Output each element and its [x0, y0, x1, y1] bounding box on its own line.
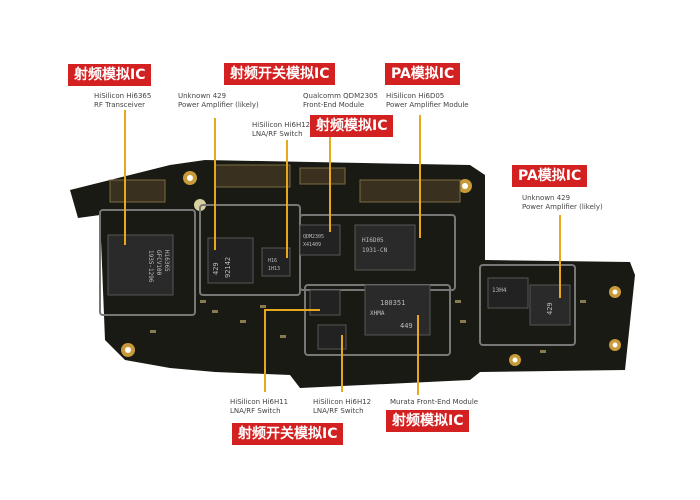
chip-mark: 1935-1296 [147, 250, 154, 283]
rf-switch-analog-ic-tag: 射频开关模拟IC [224, 63, 336, 85]
chip-mark: 1H13 [268, 266, 280, 272]
lna-switch-chip-small [309, 289, 341, 316]
power-amplifier-chip-right [487, 277, 529, 309]
chip-mark: GFCV100 [155, 250, 162, 276]
chip-mark: 449 [400, 322, 413, 330]
chip-mark: X41409 [303, 242, 321, 248]
chip-mark: XHMA [370, 310, 385, 317]
pa-analog-ic-tag-right: PA模拟IC [512, 165, 588, 187]
chip-mark: 13H4 [492, 287, 507, 294]
rf-transceiver-chip [107, 234, 174, 296]
rf-analog-ic-tag-middle: 射频模拟IC [310, 115, 394, 137]
front-end-module-chip [299, 224, 341, 256]
caption-unknown-429-right: Unknown 429 Power Amplifier (likely) [522, 194, 603, 211]
chip-mark: Hi6365 [163, 250, 170, 272]
chip-mark: 1931-CN [362, 247, 388, 254]
chip-mark: 429 [212, 262, 220, 275]
rf-analog-ic-tag-bottom: 射频模拟IC [386, 410, 470, 432]
caption-hi6h12-bottom: HiSilicon Hi6H12 LNA/RF Switch [313, 398, 372, 415]
murata-fem-chip [364, 284, 431, 336]
board-connector [359, 179, 461, 203]
caption-qdm2305: Qualcomm QDM2305 Front-End Module [303, 92, 378, 109]
power-amplifier-module-chip [354, 224, 416, 271]
caption-unknown-429-left: Unknown 429 Power Amplifier (likely) [178, 92, 259, 109]
board-connector [299, 167, 346, 185]
chip-mark: H16 [268, 258, 277, 264]
pcb-outline [70, 160, 635, 388]
chip-mark: 429 [546, 302, 554, 315]
board-connector [109, 179, 166, 203]
power-amplifier-chip-right-2 [529, 284, 571, 326]
pa-analog-ic-tag: PA模拟IC [385, 63, 461, 85]
caption-hi6h11: HiSilicon Hi6H11 LNA/RF Switch [230, 398, 289, 415]
chip-mark: 180351 [380, 299, 405, 307]
rf-analog-ic-tag: 射频模拟IC [68, 64, 152, 86]
caption-murata: Murata Front-End Module [390, 398, 479, 406]
chip-mark: HI6D05 [362, 237, 384, 244]
chip-mark: QDM2305 [303, 234, 324, 240]
lna-switch-chip [261, 247, 291, 277]
chip-mark: 92142 [224, 257, 232, 278]
board-connector [214, 164, 291, 188]
caption-hi6d05: HiSilicon Hi6D05 Power Amplifier Module [386, 92, 469, 109]
rf-switch-analog-ic-tag-bottom: 射频开关模拟IC [232, 423, 344, 445]
caption-hi6h12-top: HiSilicon Hi6H12 LNA/RF Switch [252, 121, 311, 138]
caption-hi6365: HiSilicon Hi6365 RF Transceiver [94, 92, 152, 109]
